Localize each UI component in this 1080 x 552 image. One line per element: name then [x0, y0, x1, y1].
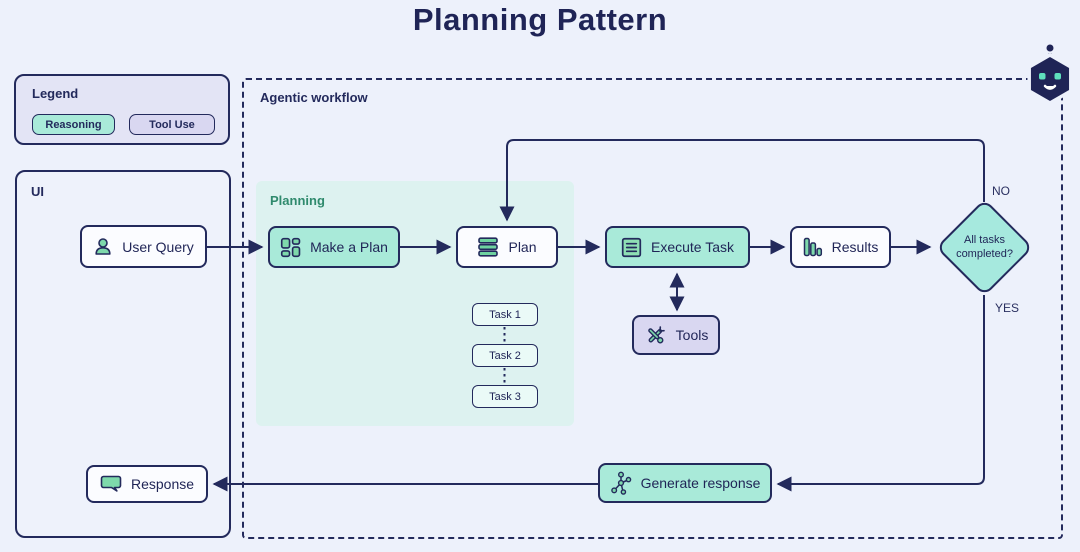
tools-icon — [644, 324, 667, 347]
node-label: Plan — [508, 239, 537, 255]
task-box-2: Task 2 — [472, 344, 538, 367]
ui-panel-label: UI — [31, 184, 44, 199]
node-generate-response: Generate response — [598, 463, 772, 503]
node-label: Generate response — [640, 475, 761, 491]
legend-chip-tool-use: Tool Use — [129, 114, 215, 135]
legend-chip-reasoning: Reasoning — [32, 114, 115, 135]
user-icon — [93, 237, 113, 257]
node-label: Response — [130, 476, 195, 492]
decision-label: All tasks completed? — [956, 233, 1013, 260]
node-label: Make a Plan — [310, 239, 388, 255]
node-execute-task: Execute Task — [605, 226, 750, 268]
list-icon — [621, 237, 642, 258]
node-label: User Query — [122, 238, 194, 255]
task-box-1: Task 1 — [472, 303, 538, 326]
node-label: Tools — [675, 327, 709, 343]
legend-panel: Legend Reasoning Tool Use — [14, 74, 230, 145]
agentic-workflow-label: Agentic workflow — [260, 90, 368, 105]
decision-diamond: All tasks completed? — [935, 198, 1034, 297]
branch-label-no: NO — [992, 184, 1010, 198]
node-label: Results — [831, 239, 879, 255]
stack-icon — [477, 237, 499, 257]
robot-icon — [1021, 40, 1079, 115]
page-title: Planning Pattern — [412, 2, 668, 37]
node-results: Results — [790, 226, 891, 268]
task-box-3: Task 3 — [472, 385, 538, 408]
grid-icon — [280, 237, 301, 258]
branch-label-yes: YES — [995, 301, 1020, 315]
legend-title: Legend — [32, 86, 79, 101]
bar-chart-icon — [803, 236, 823, 258]
node-plan: Plan — [456, 226, 558, 268]
node-label: Execute Task — [650, 239, 734, 255]
node-make-a-plan: Make a Plan — [268, 226, 400, 268]
node-user-query: User Query — [80, 225, 207, 268]
node-tools: Tools — [632, 315, 720, 355]
agentic-workflow-panel: Agentic workflow — [242, 78, 1063, 539]
planning-region-label: Planning — [270, 193, 325, 208]
node-response: Response — [86, 465, 208, 503]
speech-bubble-icon — [100, 475, 122, 493]
network-icon — [610, 471, 632, 495]
